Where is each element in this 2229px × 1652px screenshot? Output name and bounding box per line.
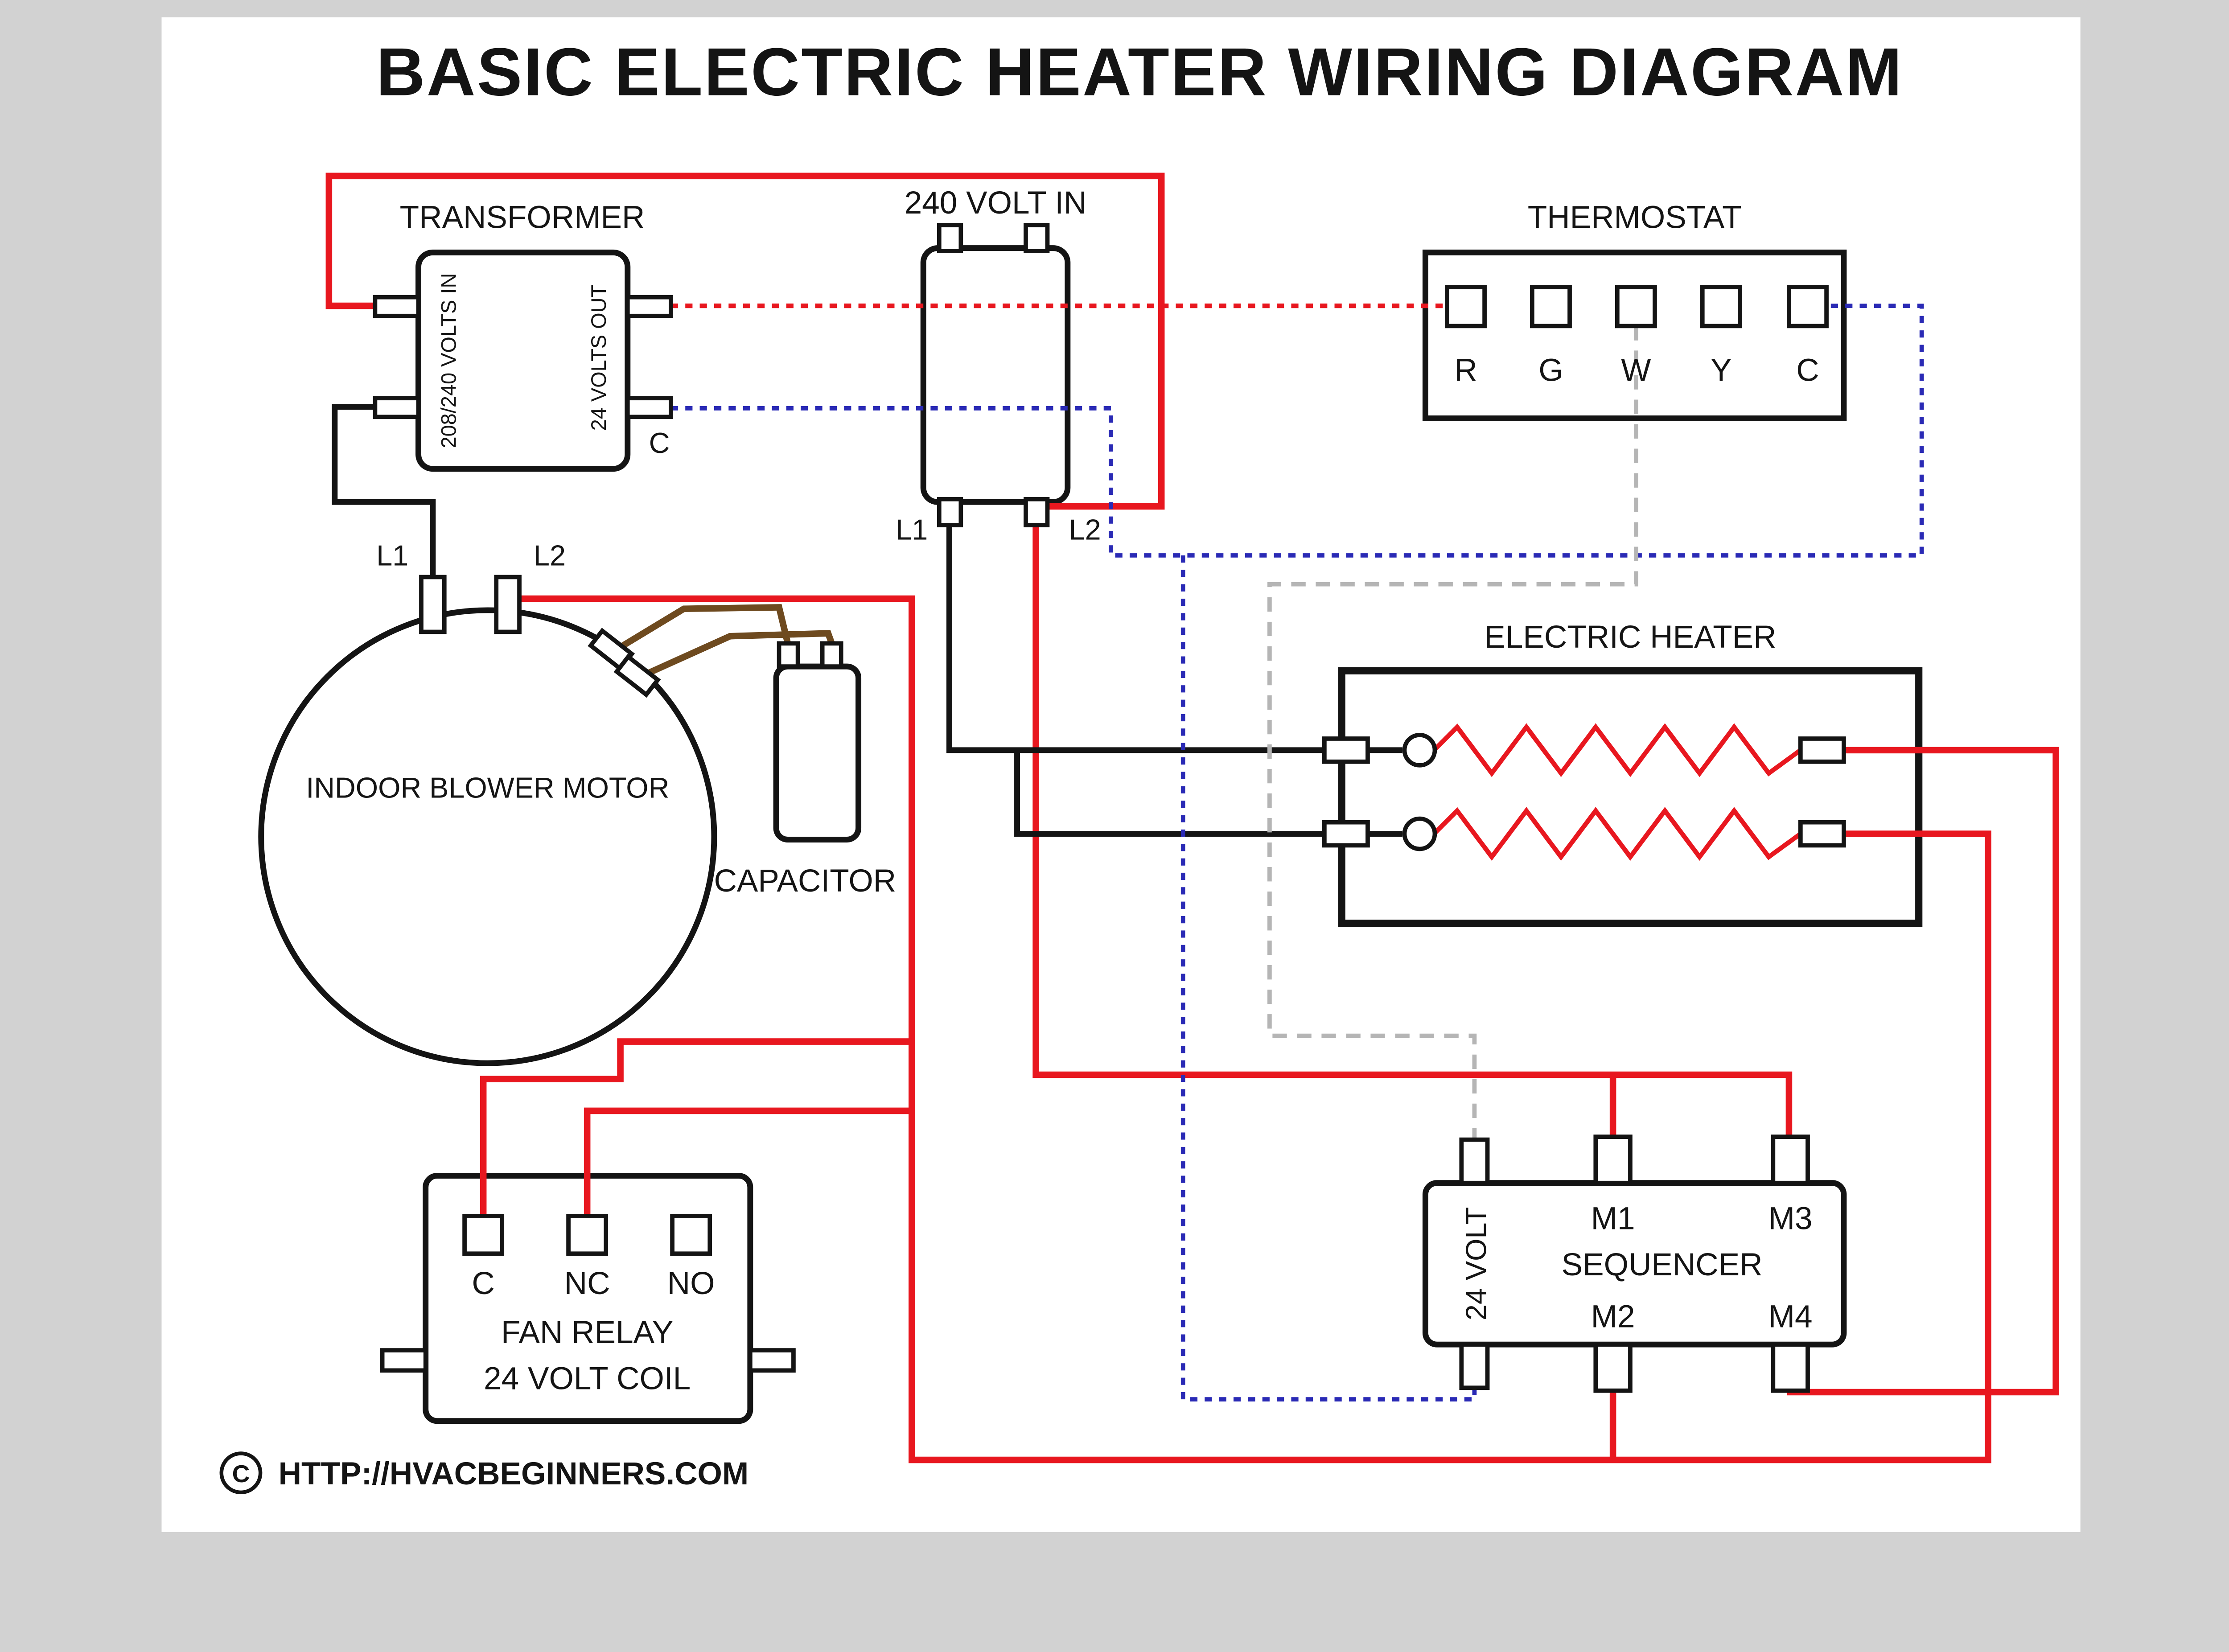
electric-heater-body xyxy=(1338,667,1923,927)
capacitor-terminal-2 xyxy=(820,641,843,669)
sequencer-terminal-m2 xyxy=(1593,1342,1633,1393)
sequencer-coil-terminal-bottom xyxy=(1459,1342,1490,1390)
relay-terminal-nc xyxy=(566,1214,609,1256)
240v-l2-label: L2 xyxy=(1069,513,1101,546)
240v-top-terminal-1 xyxy=(937,222,963,253)
wire-l1-to-heater-bottom-black xyxy=(1014,750,1402,837)
thermostat-terminal-w xyxy=(1615,285,1657,329)
heater-left-lug-2 xyxy=(1322,820,1370,848)
sequencer-m3-label: M3 xyxy=(1768,1201,1813,1236)
240-volt-in-body xyxy=(920,245,1071,505)
motor-l1-label: L1 xyxy=(376,539,408,572)
thermostat-g-label: G xyxy=(1538,353,1563,388)
transformer-secondary-terminal-r xyxy=(625,295,673,318)
wire-240v-hot-red xyxy=(325,173,1165,510)
wire-capacitor-brown-1 xyxy=(613,604,793,653)
sequencer-terminal-m3 xyxy=(1771,1134,1810,1185)
240v-l2-terminal xyxy=(1024,497,1050,527)
heater-element-2-post xyxy=(1402,816,1437,851)
wire-blower-circuit-red xyxy=(519,595,1991,1463)
motor-capacitor-tab-2 xyxy=(613,653,661,698)
relay-nc-label: NC xyxy=(564,1266,610,1301)
fan-relay-coil-name: 24 VOLT COIL xyxy=(484,1361,691,1397)
sequencer-coil-label: 24 VOLT xyxy=(1460,1207,1492,1320)
copyright-letter: C xyxy=(232,1460,250,1488)
transformer-secondary-text: 24 VOLTS OUT xyxy=(587,285,610,431)
fan-relay-name: FAN RELAY xyxy=(501,1315,673,1350)
heater-right-lug-1 xyxy=(1798,736,1846,764)
wire-common-to-sequencer-blue-dotted xyxy=(1180,555,1477,1402)
relay-c-label: C xyxy=(472,1266,494,1301)
wire-line-to-motor-black xyxy=(332,404,436,580)
transformer-common-label: C xyxy=(649,427,670,459)
sequencer-label: SEQUENCER xyxy=(1562,1247,1763,1282)
sequencer-m4-label: M4 xyxy=(1768,1299,1813,1334)
transformer-label: TRANSFORMER xyxy=(400,200,645,235)
heater-element-1-post xyxy=(1402,733,1437,768)
capacitor-label: CAPACITOR xyxy=(714,863,896,899)
wire-l1-to-heater-top-black xyxy=(946,519,1402,753)
thermostat-terminal-c xyxy=(1787,285,1829,329)
heater-left-lug-1 xyxy=(1322,736,1370,764)
website-url: HTTP://HVACBEGINNERS.COM xyxy=(279,1456,749,1492)
thermostat-y-label: Y xyxy=(1711,353,1731,388)
240v-l1-terminal xyxy=(937,497,963,527)
relay-terminal-c xyxy=(462,1214,505,1256)
thermostat-terminal-g xyxy=(1530,285,1572,329)
motor-terminal-l1 xyxy=(419,575,447,634)
sequencer-m2-label: M2 xyxy=(1591,1299,1635,1334)
wire-common-to-thermostat-c-blue-dotted xyxy=(670,304,1924,558)
transformer-secondary-terminal-c xyxy=(625,396,673,419)
transformer-primary-text: 208/240 VOLTS IN xyxy=(437,273,461,448)
240v-l1-label: L1 xyxy=(896,513,928,546)
electric-heater-label: ELECTRIC HEATER xyxy=(1484,620,1776,655)
sequencer-body xyxy=(1422,1180,1847,1348)
thermostat-r-label: R xyxy=(1454,353,1477,388)
thermostat-w-label: W xyxy=(1621,353,1651,388)
relay-coil-terminal-right xyxy=(748,1348,796,1373)
blower-motor-body xyxy=(258,607,717,1066)
motor-terminal-l2 xyxy=(494,575,522,634)
capacitor-terminal-1 xyxy=(777,641,800,669)
blower-motor-label: INDOOR BLOWER MOTOR xyxy=(306,772,669,804)
transformer-body xyxy=(415,249,631,472)
copyright-icon xyxy=(219,1451,263,1495)
heater-element-1-coil xyxy=(1432,723,1802,777)
heater-right-lug-2 xyxy=(1798,820,1846,848)
transformer-primary-terminal-2 xyxy=(373,396,421,419)
thermostat-label: THERMOSTAT xyxy=(1528,200,1742,235)
wire-l2-to-m3-red xyxy=(1032,519,1793,1143)
240-volt-in-label: 240 VOLT IN xyxy=(905,185,1087,221)
thermostat-terminal-r xyxy=(1445,285,1487,329)
relay-terminal-no xyxy=(670,1214,712,1256)
motor-l2-label: L2 xyxy=(534,539,566,572)
sequencer-coil-terminal-top xyxy=(1459,1137,1490,1185)
capacitor-body xyxy=(773,663,862,842)
thermostat-c-label: C xyxy=(1796,353,1819,388)
relay-coil-terminal-left xyxy=(380,1348,428,1373)
wire-relay-c-red xyxy=(480,1038,912,1229)
thermostat-terminal-y xyxy=(1700,285,1742,329)
sequencer-terminal-m1 xyxy=(1593,1134,1633,1185)
page-title: BASIC ELECTRIC HEATER WIRING DIAGRAM xyxy=(376,34,1904,110)
heater-element-2-coil xyxy=(1432,807,1802,861)
240v-top-terminal-2 xyxy=(1024,222,1050,253)
relay-no-label: NO xyxy=(667,1266,715,1301)
sequencer-m1-label: M1 xyxy=(1591,1201,1635,1236)
wire-relay-nc-red xyxy=(584,1107,912,1229)
transformer-primary-terminal-1 xyxy=(373,295,421,318)
sequencer-terminal-m4 xyxy=(1771,1342,1810,1393)
thermostat-body xyxy=(1422,249,1847,421)
